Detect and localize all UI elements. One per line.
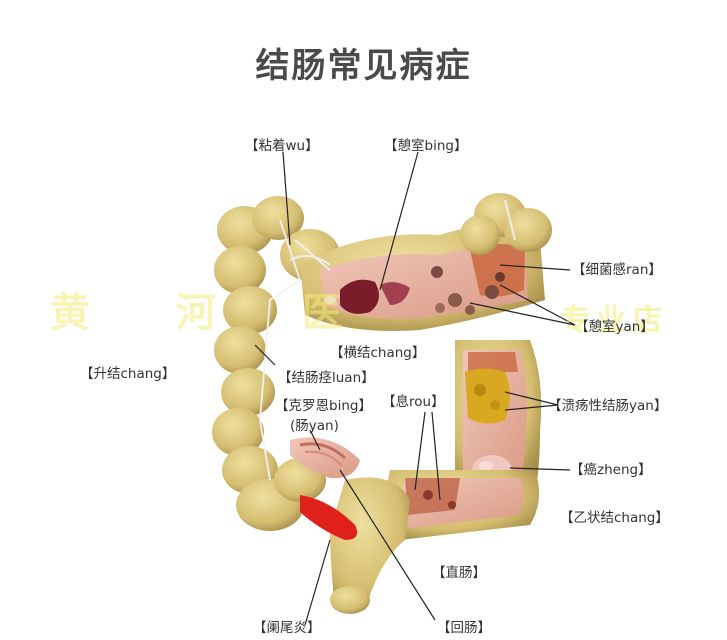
ileum-shape (290, 437, 360, 479)
label-bacterial-infection: 【细菌感ran】 (572, 262, 662, 278)
watermark-left: 黄 河 医 (50, 290, 378, 336)
label-diverticulitis: 【憩室bing】 (384, 138, 468, 154)
label-ulcerative-colitis: 【溃疡性结肠yan】 (548, 398, 668, 414)
sigmoid-rectum-shape (330, 470, 539, 614)
pointer-lines (254, 151, 576, 626)
label-cancer: 【癌zheng】 (570, 462, 652, 478)
diagram-title: 结肠常见病症 (255, 46, 472, 86)
label-appendicitis: 【阑尾炎】 (253, 620, 321, 636)
label-colon-spasm: 【结肠痉luan】 (278, 370, 375, 386)
label-adhesion: 【粘着wu】 (245, 138, 319, 154)
label-crohn-enteritis: (肠yan) (290, 418, 339, 434)
transverse-colon-shape (280, 226, 545, 331)
label-polyp: 【息rou】 (382, 394, 445, 410)
label-sigmoid-colon: 【乙状结chang】 (560, 510, 669, 526)
label-crohn-disease: 【克罗恩bing】 (275, 398, 372, 414)
appendix-shape (300, 495, 358, 540)
model-strings (258, 199, 516, 481)
watermark-right: 专业店 (560, 303, 668, 338)
label-rectum: 【直肠】 (432, 565, 486, 581)
label-ileum: 【回肠】 (437, 620, 491, 636)
label-transverse-colon: 【横结chang】 (330, 345, 426, 361)
label-ascending-colon: 【升结chang】 (80, 366, 176, 382)
descending-colon-shape (455, 193, 552, 490)
label-diverticulum-inflammation: 【憩室yan】 (575, 319, 654, 335)
